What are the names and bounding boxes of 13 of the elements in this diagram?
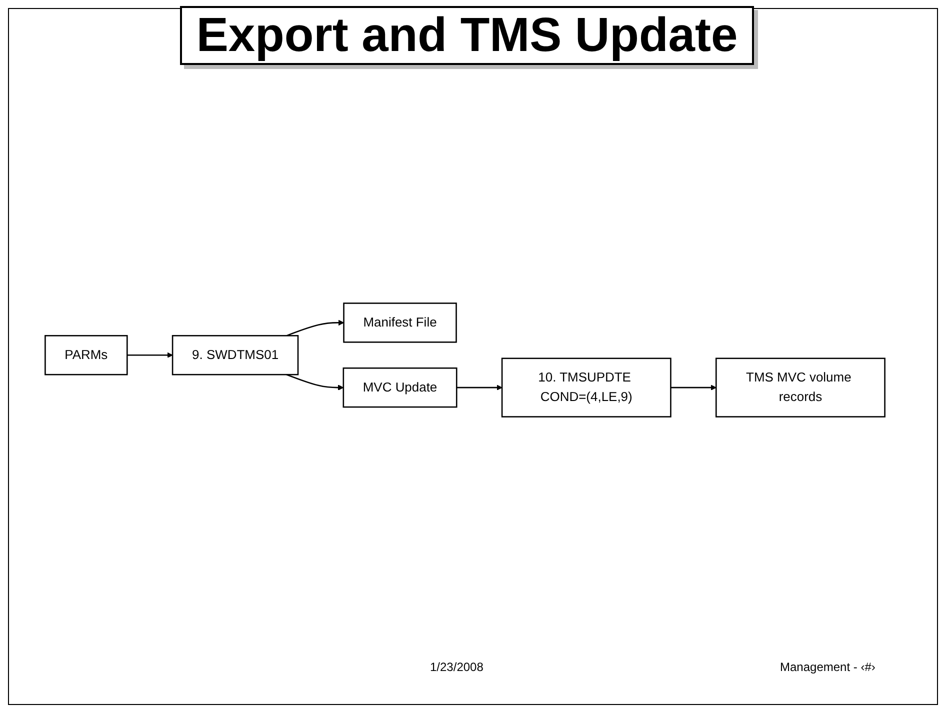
footer-text: Management - ‹#› bbox=[780, 660, 876, 674]
arrow bbox=[456, 384, 502, 390]
arrow bbox=[127, 352, 173, 358]
arrow bbox=[286, 320, 344, 336]
arrow bbox=[286, 374, 344, 390]
node-box: Manifest File bbox=[343, 302, 457, 343]
node-box: PARMs bbox=[44, 335, 128, 376]
node-box: TMS MVC volume records bbox=[715, 358, 886, 418]
node-box: 10. TMSUPDTE COND=(4,LE,9) bbox=[501, 358, 672, 418]
arrow bbox=[670, 384, 716, 390]
node-box: 9. SWDTMS01 bbox=[172, 335, 299, 376]
node-box: MVC Update bbox=[342, 367, 458, 408]
date-text: 1/23/2008 bbox=[430, 660, 484, 674]
